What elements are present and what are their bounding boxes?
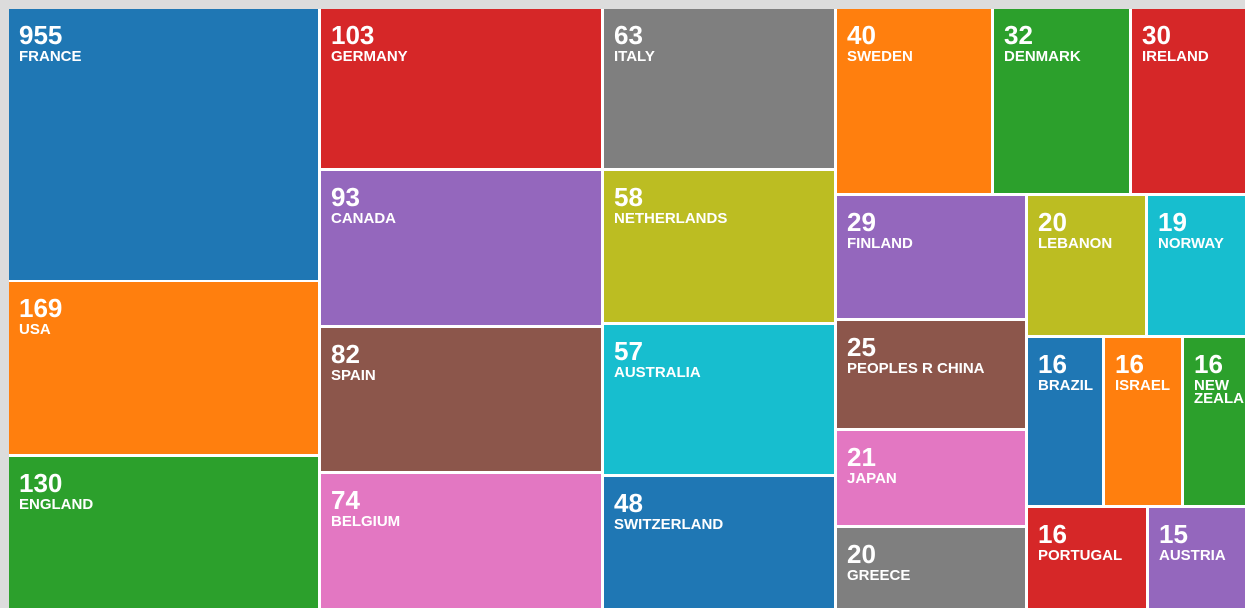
- chart-top-border: [0, 0, 1245, 9]
- tile-label: ISRAEL: [1115, 377, 1171, 394]
- tile-value: 93: [331, 182, 360, 212]
- tile-value: 15: [1159, 519, 1188, 549]
- tile-value: 130: [19, 468, 63, 498]
- tile-value: 103: [331, 20, 375, 50]
- tile-value: 16: [1194, 349, 1223, 379]
- tile-value: 25: [847, 332, 876, 362]
- chart-left-border: [0, 0, 9, 608]
- tile-value: 57: [614, 336, 643, 366]
- tile-value: 20: [847, 539, 876, 569]
- tile-value: 19: [1158, 207, 1187, 237]
- tile-value: 16: [1115, 349, 1144, 379]
- tile-value: 74: [331, 485, 360, 515]
- tile-label: LEBANON: [1038, 235, 1113, 252]
- tile-label: NORWAY: [1158, 235, 1224, 252]
- tile-label: DENMARK: [1004, 48, 1081, 65]
- tile-label: GERMANY: [331, 48, 408, 65]
- tile-label: FRANCE: [19, 48, 82, 65]
- tile-label: SPAIN: [331, 367, 376, 384]
- tile-value: 48: [614, 488, 643, 518]
- tile-label: BELGIUM: [331, 513, 401, 530]
- tile-value: 40: [847, 20, 876, 50]
- tile-label: ITALY: [614, 48, 655, 65]
- tile-label: SWEDEN: [847, 48, 913, 65]
- tile-value: 21: [847, 442, 876, 472]
- tile-label: PORTUGAL: [1038, 547, 1123, 564]
- tile-value: 169: [19, 293, 63, 323]
- tile-label: IRELAND: [1142, 48, 1209, 65]
- tile-value: 29: [847, 207, 876, 237]
- tile-label: FINLAND: [847, 235, 913, 252]
- tile-label: NETHERLANDS: [614, 210, 728, 227]
- tile-label: AUSTRIA: [1159, 547, 1226, 564]
- tile-value: 16: [1038, 519, 1067, 549]
- tile-value: 16: [1038, 349, 1067, 379]
- tile-value: 30: [1142, 20, 1171, 50]
- tile-label: JAPAN: [847, 470, 897, 487]
- tile-label: PEOPLES R CHINA: [847, 360, 985, 377]
- tile-label: BRAZIL: [1038, 377, 1093, 394]
- tile-value: 82: [331, 339, 360, 369]
- tile-label: USA: [19, 321, 51, 338]
- tile-value: 20: [1038, 207, 1067, 237]
- tile-value: 955: [19, 20, 63, 50]
- tile-value: 32: [1004, 20, 1033, 50]
- tile-value: 58: [614, 182, 643, 212]
- tile-label: AUSTRALIA: [614, 364, 701, 381]
- tile-label: SWITZERLAND: [614, 516, 724, 533]
- tile-label: NEW ZEALAND: [1194, 377, 1245, 407]
- tile-value: 63: [614, 20, 643, 50]
- tile-label: GREECE: [847, 567, 911, 584]
- tile-label: CANADA: [331, 210, 396, 227]
- tile-label: ENGLAND: [19, 496, 94, 513]
